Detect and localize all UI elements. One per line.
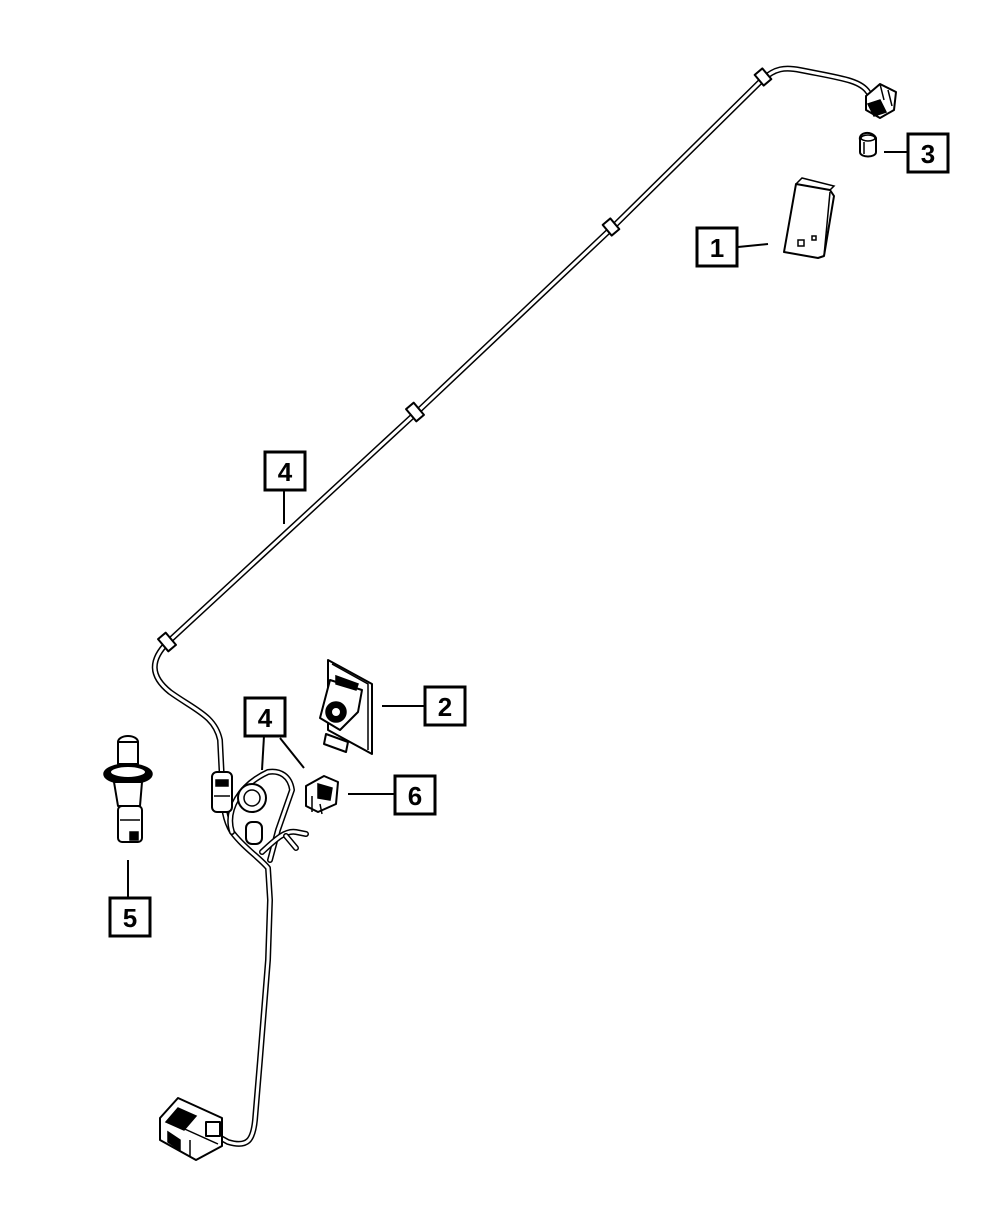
item-3-bulb bbox=[858, 132, 877, 158]
callout-6-label: 6 bbox=[408, 781, 422, 811]
wiring-harness bbox=[151, 65, 897, 1161]
callout-4-upper: 4 bbox=[263, 450, 307, 492]
bottom-connector bbox=[159, 1097, 223, 1161]
loop-socket bbox=[237, 783, 267, 845]
callout-3-label: 3 bbox=[921, 139, 935, 169]
callout-2: 2 bbox=[423, 685, 467, 727]
leader-line-4b-right bbox=[279, 737, 305, 769]
callout-3: 3 bbox=[906, 132, 950, 174]
item-6-connector bbox=[305, 775, 339, 815]
item-2-lamp-assembly bbox=[319, 659, 373, 755]
callout-1: 1 bbox=[695, 226, 739, 268]
item-1-lamp bbox=[783, 177, 836, 259]
callout-1-label: 1 bbox=[710, 233, 724, 263]
harness-clip bbox=[601, 217, 621, 237]
harness-clip bbox=[753, 67, 773, 87]
harness-clip bbox=[405, 401, 425, 423]
callout-4-upper-label: 4 bbox=[278, 457, 293, 487]
harness-clip bbox=[157, 631, 177, 653]
callout-4-lower-label: 4 bbox=[258, 703, 273, 733]
callout-6: 6 bbox=[393, 774, 437, 816]
callout-5-label: 5 bbox=[123, 903, 137, 933]
leader-line-4b-left bbox=[261, 735, 265, 771]
inline-socket bbox=[211, 771, 233, 813]
leader-line-1 bbox=[737, 243, 769, 248]
callout-4-lower: 4 bbox=[243, 696, 287, 738]
callout-5: 5 bbox=[108, 896, 152, 938]
callout-2-label: 2 bbox=[438, 692, 452, 722]
item-5-socket bbox=[103, 735, 153, 843]
upper-socket bbox=[865, 83, 897, 119]
